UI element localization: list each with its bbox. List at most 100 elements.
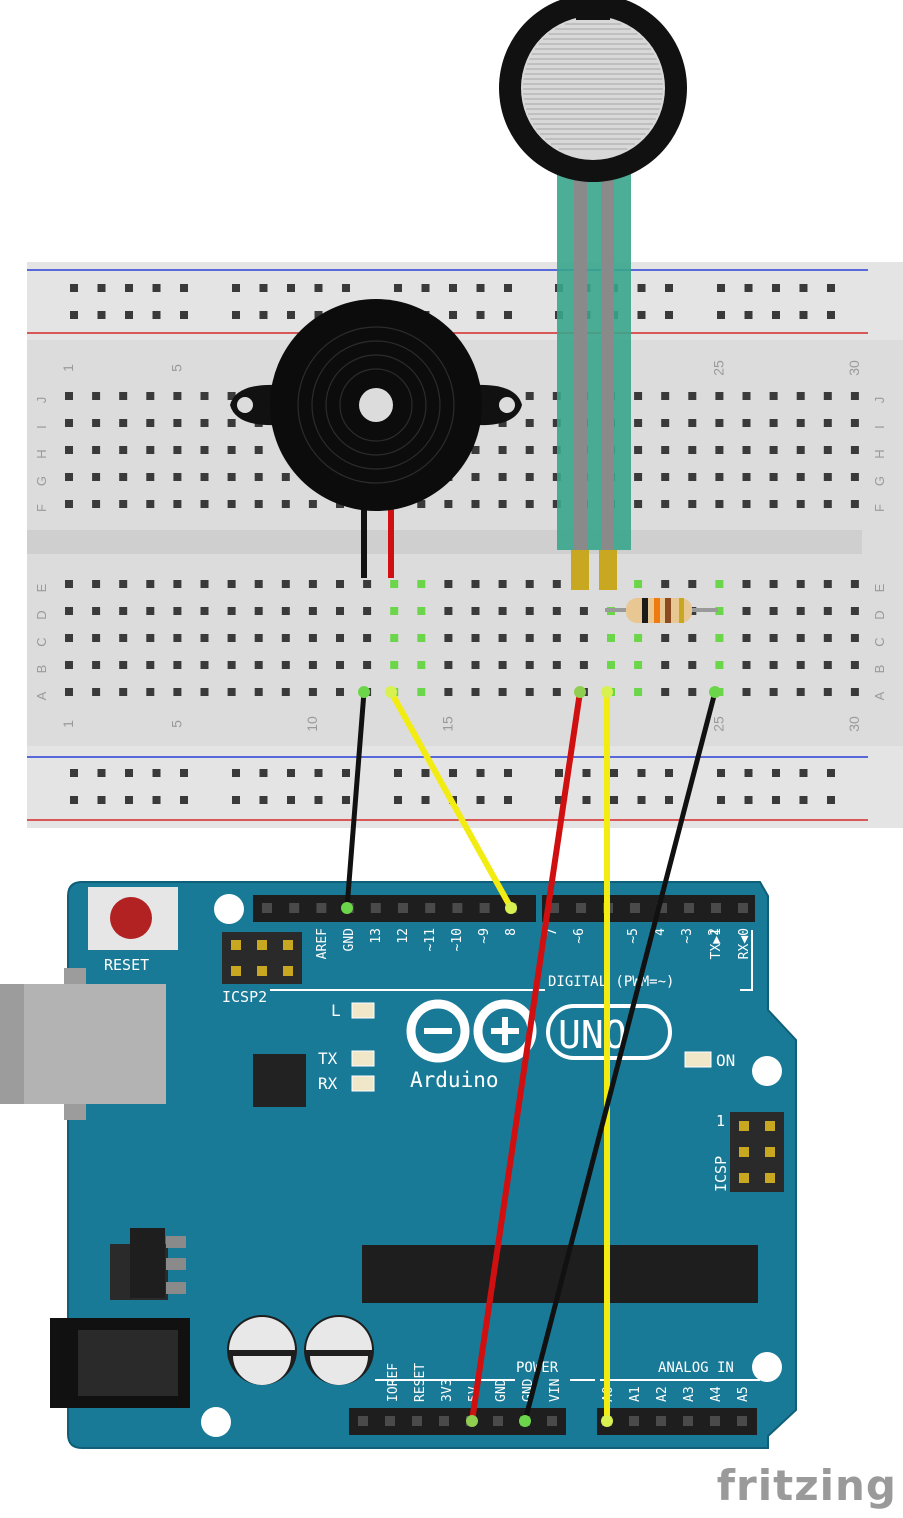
power-pin-label: GND (494, 1378, 509, 1402)
breadboard-hole (146, 688, 155, 696)
rail-hole (180, 769, 188, 777)
breadboard-hole (715, 446, 724, 454)
breadboard-hole (850, 446, 859, 454)
breadboard-hole (661, 473, 670, 481)
breadboard-hole (634, 473, 643, 481)
digital-pin-label: ~10 (450, 928, 465, 951)
breadboard-hole (417, 661, 426, 669)
rail-hole (637, 769, 646, 777)
breadboard-label: B (34, 665, 49, 674)
led-on (684, 1051, 712, 1068)
analog-pin-label: A3 (682, 1386, 697, 1402)
icsp2-header (222, 932, 302, 984)
breadboard-label: I (34, 425, 49, 429)
breadboard-hole (227, 634, 236, 642)
breadboard-hole (769, 607, 778, 615)
breadboard-hole (390, 607, 399, 615)
breadboard-hole (796, 500, 805, 508)
breadboard-label: J (34, 397, 49, 404)
breadboard-hole (769, 634, 778, 642)
breadboard-hole (65, 607, 73, 615)
breadboard-hole (390, 661, 399, 669)
rail-hole (744, 769, 753, 777)
rail-hole (717, 284, 725, 292)
digital-pin-label: 8 (504, 928, 519, 936)
breadboard-hole (227, 607, 236, 615)
breadboard-hole (173, 661, 182, 669)
breadboard-hole (173, 446, 182, 454)
breadboard-hole (525, 661, 534, 669)
top-power-rail-strip (27, 262, 903, 340)
breadboard-hole (498, 500, 507, 508)
rail-hole (827, 311, 835, 319)
breadboard-hole (769, 580, 778, 588)
breadboard-hole (281, 580, 290, 588)
header-pin (549, 903, 559, 913)
wire-buzzer-gnd (344, 689, 367, 911)
breadboard-label: 1 (60, 364, 76, 372)
icsp-pin (765, 1121, 775, 1131)
header-pin (479, 903, 490, 913)
power-pin-label: 3V3 (440, 1379, 455, 1402)
breadboard-hole (308, 607, 317, 615)
rail-hole (476, 284, 485, 292)
arduino-brand: Arduino (410, 1068, 499, 1092)
breadboard-hole (742, 607, 751, 615)
rail-hole (665, 796, 673, 804)
power-pin-label: VIN (548, 1379, 563, 1402)
rail-hole (827, 769, 835, 777)
breadboard-hole (796, 419, 805, 427)
analog-pin-label: A4 (709, 1386, 724, 1402)
breadboard-hole (796, 446, 805, 454)
breadboard-hole (850, 419, 859, 427)
breadboard-hole (173, 607, 182, 615)
breadboard-hole (254, 634, 263, 642)
breadboard-hole (146, 661, 155, 669)
breadboard-hole (471, 607, 480, 615)
breadboard-hole (444, 661, 453, 669)
rail-hole (342, 284, 350, 292)
rail-hole (799, 311, 808, 319)
breadboard-hole (471, 688, 480, 696)
icsp-header (730, 1112, 784, 1192)
breadboard-hole (92, 473, 101, 481)
icsp2-label: ICSP2 (222, 988, 267, 1006)
breadboard-hole (552, 473, 561, 481)
breadboard-hole (525, 500, 534, 508)
wire-buzzer-pin8 (388, 689, 514, 911)
breadboard-hole (688, 446, 697, 454)
breadboard-hole (634, 500, 643, 508)
rail-hole (449, 284, 457, 292)
rail-hole (70, 311, 78, 319)
digital-pin-label: ~3 (680, 928, 695, 944)
header-pin (657, 903, 667, 913)
breadboard-hole (796, 661, 805, 669)
rail-hole (259, 284, 268, 292)
breadboard-label: H (34, 449, 49, 458)
analog-header (597, 1408, 757, 1435)
rail-hole (232, 769, 240, 777)
breadboard-hole (688, 473, 697, 481)
breadboard-hole (715, 392, 724, 400)
breadboard-hole (579, 607, 588, 615)
rail-hole (476, 311, 485, 319)
breadboard-hole (254, 580, 263, 588)
breadboard-hole (661, 392, 670, 400)
force-sensitive-resistor (499, 0, 687, 590)
led-tx (351, 1050, 375, 1067)
breadboard-hole (173, 392, 182, 400)
rail-hole (827, 796, 835, 804)
breadboard-hole (742, 661, 751, 669)
breadboard-hole (769, 473, 778, 481)
breadboard-hole (715, 661, 724, 669)
breadboard-label: 5 (168, 364, 184, 372)
breadboard-hole (200, 634, 209, 642)
breadboard-hole (850, 661, 859, 669)
breadboard-hole (796, 634, 805, 642)
rail-hole (70, 769, 78, 777)
breadboard-hole (769, 661, 778, 669)
breadboard-label: A (872, 691, 887, 700)
breadboard-hole (471, 580, 480, 588)
breadboard-label: C (34, 637, 49, 646)
